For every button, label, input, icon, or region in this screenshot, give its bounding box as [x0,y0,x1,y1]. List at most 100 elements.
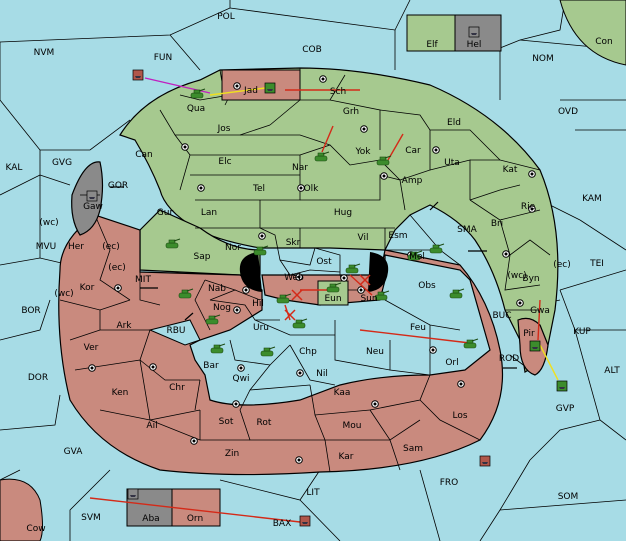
land-label-elc: Elc [218,157,231,167]
supply-center-dot-3 [183,145,187,149]
supply-center-dot-29 [459,382,463,386]
convoy-links [110,186,517,369]
land-label-grh: Grh [343,107,359,117]
land-label-esm: Esm [388,231,407,241]
fleet-unit-3[interactable] [556,380,568,392]
army-unit-1[interactable] [314,151,330,162]
land-label-kaa: Kaa [334,388,351,398]
sea-label-cob: COB [302,45,322,55]
army-unit-12[interactable] [292,318,308,329]
fleet-unit-7[interactable] [468,26,480,38]
fleet-unit-5[interactable] [299,515,311,527]
supply-center-dot-27 [192,439,196,443]
land-label-ver: Ver [84,343,99,353]
army-unit-0[interactable] [190,88,206,99]
army-unit-4[interactable] [253,245,269,256]
supply-center-dot-25 [234,402,238,406]
land-label-bri: Bri [491,219,503,229]
land-label-sot: Sot [219,417,234,427]
land-label-byn: Byn [522,274,539,284]
land-label-hug: Hug [334,208,352,218]
supply-center-dot-8 [530,172,534,176]
land-label-hel: Hel [467,40,482,50]
coast-label-ec-0: (ec) [102,242,120,252]
army-unit-2[interactable] [376,155,392,166]
supply-center-dot-22 [239,366,243,370]
sea-label-kup: KUP [573,327,591,337]
land-label-ken: Ken [112,388,129,398]
supply-center-dot-7 [382,174,386,178]
fleet-unit-1[interactable] [132,69,144,81]
land-label-nar: Nar [292,163,308,173]
land-label-chr: Chr [169,383,185,393]
army-unit-8[interactable] [449,288,465,299]
land-label-skr: Skr [286,238,301,248]
fleet-unit-6[interactable] [127,488,139,500]
land-label-gur: Gur [157,208,174,218]
supply-center-dot-2 [362,127,366,131]
fleet-unit-8[interactable] [86,190,98,202]
army-unit-6[interactable] [407,250,423,261]
supply-centers [88,75,536,464]
army-unit-14[interactable] [210,343,226,354]
land-label-jad: Jad [243,86,258,96]
sea-label-ovd: OVD [558,107,578,117]
land-label-rot: Rot [257,418,272,428]
land-label-gaw: Gaw [83,202,103,212]
land-label-nor: Nor [225,243,241,253]
land-label-ark: Ark [116,321,132,331]
land-label-sun: Sun [360,294,377,304]
army-unit-11[interactable] [276,293,292,304]
supply-center-dot-23 [298,371,302,375]
fleet-unit-4[interactable] [479,455,491,467]
land-label-tel: Tel [252,184,265,194]
army-unit-5[interactable] [345,263,361,274]
sea-label-buc: BUC [492,311,511,321]
land-label-rie: Rie [521,202,536,212]
land-label-mou: Mou [343,421,362,431]
supply-center-dot-11 [260,234,264,238]
land-label-bar: Bar [203,361,219,371]
land-label-ost: Ost [316,257,332,267]
land-label-gwa: Gwa [530,306,550,316]
army-unit-3[interactable] [165,238,181,249]
land-label-jos: Jos [217,124,231,134]
island-orn[interactable] [171,488,221,527]
island-cow[interactable] [0,478,43,541]
land-label-zin: Zin [225,449,239,459]
land-label-kar: Kar [339,452,354,462]
supply-center-dot-6 [434,148,438,152]
region-red-south[interactable] [58,214,504,476]
army-unit-10[interactable] [326,282,342,293]
dislodged-markers [284,274,371,321]
sea-label-tei: TEI [589,259,604,269]
fleet-unit-2[interactable] [529,340,541,352]
island-elf[interactable] [406,14,456,52]
land-label-her: Her [68,242,84,252]
land-label-qwi: Qwi [233,374,250,384]
supply-center-dot-1 [321,77,325,81]
coast-label-ec-2: (ec) [108,263,126,273]
army-unit-17[interactable] [374,290,390,301]
army-unit-16[interactable] [463,338,479,349]
supply-center-dot-15 [116,286,120,290]
land-label-elf: Elf [426,40,438,50]
land-label-ail: Ail [146,421,157,431]
land-label-car: Car [405,146,421,156]
supply-center-dot-19 [235,308,239,312]
fleet-unit-0[interactable] [264,82,276,94]
sea-label-bax: BAX [273,519,292,529]
supply-center-dot-5 [299,186,303,190]
units [86,26,568,527]
sea-label-gva: GVA [64,447,84,457]
sea-label-nom: NOM [532,54,554,64]
army-unit-13[interactable] [260,346,276,357]
army-unit-7[interactable] [429,243,445,254]
army-unit-15[interactable] [205,314,221,325]
army-unit-9[interactable] [178,288,194,299]
supply-center-dot-28 [297,458,301,462]
land-label-nab: Nab [208,284,226,294]
